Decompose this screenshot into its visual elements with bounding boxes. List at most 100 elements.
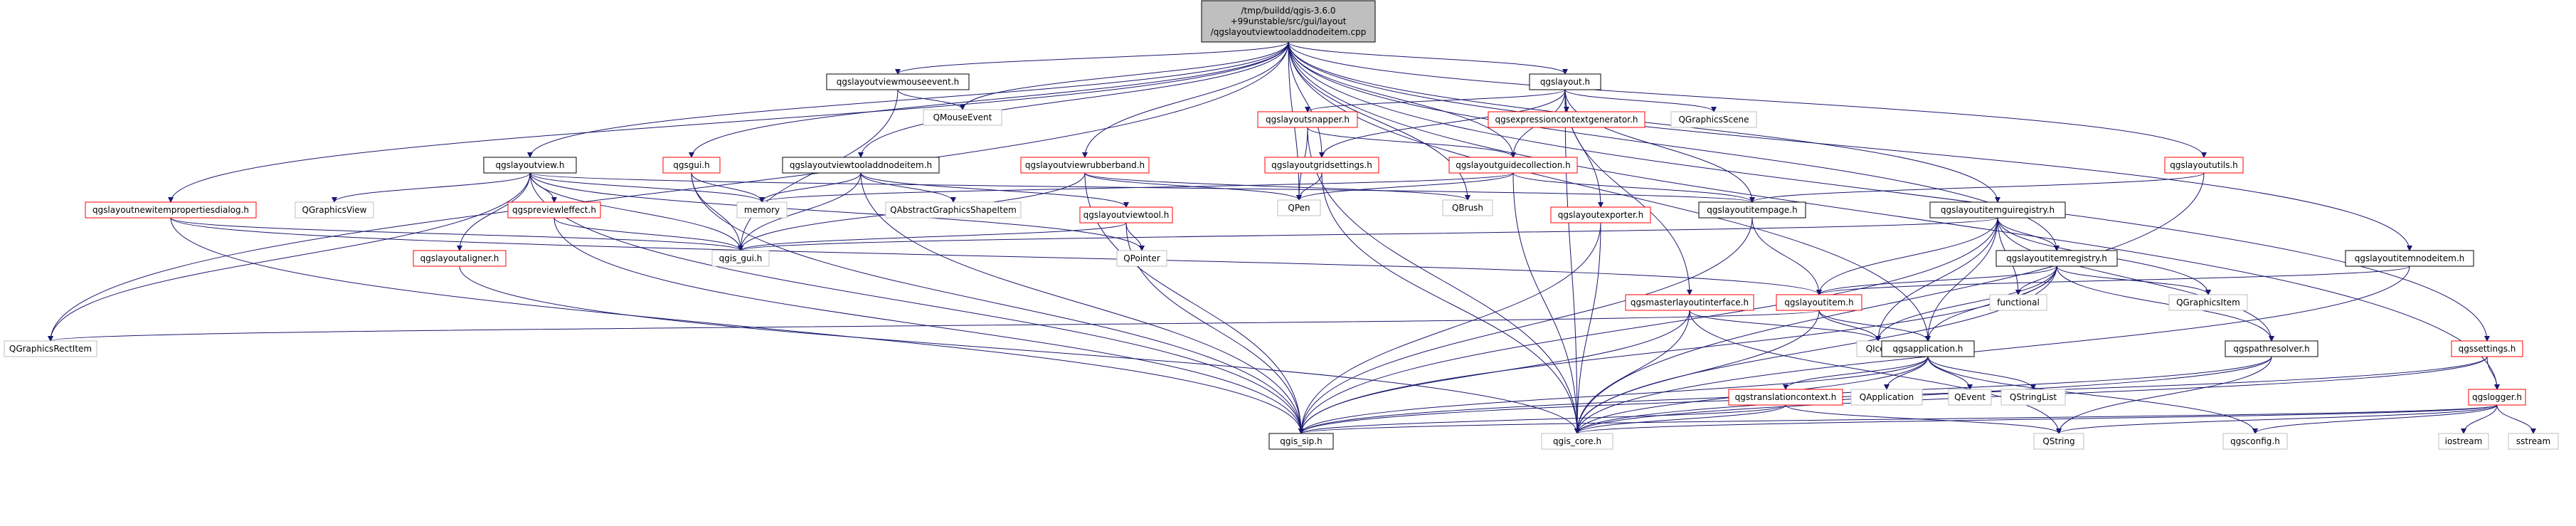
node-label: qgsgui.h: [673, 160, 709, 170]
node-label: qgsexpressioncontextgenerator.h: [1495, 115, 1638, 125]
edge-qgslayoutitemguiregistry-to-qgsapplication: [1925, 217, 1998, 342]
node-qgspreviewleffect[interactable]: qgspreviewleffect.h: [507, 201, 601, 219]
edge-qgsmasterlayoutinterface-to-qstring: [1689, 310, 2062, 434]
node-label: qgslayoutexporter.h: [1558, 210, 1643, 220]
node-qstring: QString: [2033, 433, 2084, 450]
edge-qgsapplication-to-qstringlist: [1927, 356, 2036, 390]
node-qgsgui[interactable]: qgsgui.h: [662, 157, 721, 174]
edge-qgslayoutview-to-qgraphicsrectitem: [48, 172, 531, 342]
edge-qgsapplication-to-qevent: [1927, 356, 1973, 390]
node-functional: functional: [1989, 294, 2047, 311]
edge-qgsapplication-to-qgstranslationcontext: [1783, 356, 1929, 390]
edge-qgslayoutviewtooladdnodeitem-to-qabstractgraphicsshapeitem: [860, 172, 956, 203]
edge-qgstranslationcontext-to-qgis_sip: [1298, 404, 1786, 434]
edge-qgslogger-to-qgsconfig: [2252, 404, 2498, 434]
node-qgslayoutgridsettings[interactable]: qgslayoutgridsettings.h: [1264, 157, 1379, 174]
node-qgis-core: qgis_core.h: [1541, 433, 1613, 450]
node-root[interactable]: /tmp/buildd/qgis-3.6.0+99unstable/src/gu…: [1201, 0, 1376, 43]
edge-qgslayoutitemregistry-to-qgis_core: [1574, 265, 2057, 434]
node-qgslayoutguidecollection[interactable]: qgslayoutguidecollection.h: [1448, 157, 1578, 174]
node-qgslayoutviewmouseevent[interactable]: qgslayoutviewmouseevent.h: [826, 73, 970, 90]
node-qgslayoutexporter[interactable]: qgslayoutexporter.h: [1550, 206, 1651, 223]
node-label: QApplication: [1860, 392, 1914, 402]
edge-qgslayoutnewitempropertiesdialog-to-qgslayoutitem: [170, 217, 1822, 295]
edge-qgslayoutviewtooladdnodeitem-to-qgis_sip: [860, 172, 1304, 434]
node-label: QEvent: [1954, 392, 1986, 402]
edge-root-to-qgslayoutviewmouseevent: [895, 41, 1289, 75]
node-label: /tmp/buildd/qgis-3.6.0: [1241, 6, 1336, 16]
edge-qgslayoututils-to-qgis_core: [1574, 172, 2205, 434]
edge-root-to-qgslayout: [1288, 41, 1568, 75]
edge-qgslayoutitemnodeitem-to-qgslayoutitem: [1816, 265, 2410, 295]
edge-qgslayoutexporter-to-qgis_core: [1574, 222, 1601, 434]
node-qgslayoutitem[interactable]: qgslayoutitem.h: [1776, 294, 1862, 311]
node-qgslayoutviewtool[interactable]: qgslayoutviewtool.h: [1079, 206, 1173, 223]
node-qgslogger[interactable]: qgslogger.h: [2468, 389, 2526, 406]
edge-root-to-qgslayoutnewitempropertiesdialog: [168, 41, 1289, 203]
edge-qgslayoutviewtooladdnodeitem-to-qgis_gui: [738, 172, 862, 251]
node-label: qgslayoutgridsettings.h: [1271, 160, 1372, 170]
node-label: qgspathresolver.h: [2233, 344, 2309, 354]
edge-qgslayoutgridsettings-to-qgis_core: [1321, 172, 1580, 434]
node-qgssettings[interactable]: qgssettings.h: [2451, 340, 2523, 357]
node-qgsconfig: qgsconfig.h: [2222, 433, 2288, 450]
edge-qgspathresolver-to-qgis_core: [1574, 356, 2272, 434]
node-qabstractgraphicsshapeitem: QAbstractGraphicsShapeItem: [885, 201, 1022, 219]
node-qgsexpressioncontextgenerator[interactable]: qgsexpressioncontextgenerator.h: [1488, 111, 1645, 128]
edge-qgspathresolver-to-qstring: [2056, 356, 2272, 434]
node-qgslayoutview[interactable]: qgslayoutview.h: [483, 157, 577, 174]
node-qgslayoutitemregistry[interactable]: qgslayoutitemregistry.h: [1995, 250, 2118, 267]
edge-qgslogger-to-sstream: [2496, 404, 2536, 434]
edge-qgslayoutitemregistry-to-qgslayoutitem: [1816, 265, 2057, 295]
node-label: qgslayout.h: [1540, 77, 1590, 87]
edge-qgsapplication-to-qgsconfig: [1927, 356, 2258, 434]
edge-qgslayout-to-qgslayoutgridsettings: [1319, 89, 1566, 158]
node-qgslayoutitemguiregistry[interactable]: qgslayoutitemguiregistry.h: [1929, 201, 2066, 219]
node-qgslayoutviewtooladdnodeitem[interactable]: qgslayoutviewtooladdnodeitem.h: [782, 157, 940, 174]
node-qgspathresolver[interactable]: qgspathresolver.h: [2225, 340, 2318, 357]
node-label: qgslayoututils.h: [2170, 160, 2238, 170]
node-qgslayout[interactable]: qgslayout.h: [1529, 73, 1601, 90]
node-label: qgslayoutviewmouseevent.h: [837, 77, 959, 87]
edge-qgslayoutitemguiregistry-to-qgis_gui: [738, 217, 1998, 251]
node-qgslayoutaligner[interactable]: qgslayoutaligner.h: [413, 250, 507, 267]
edge-qgslayoutviewtooladdnodeitem-to-memory: [759, 172, 862, 203]
node-sstream: sstream: [2508, 433, 2559, 450]
node-qgstranslationcontext[interactable]: qgstranslationcontext.h: [1728, 389, 1843, 406]
node-label: QGraphicsView: [302, 205, 367, 215]
node-qstringlist: QStringList: [2000, 389, 2066, 406]
node-label: qgslayoutguidecollection.h: [1456, 160, 1570, 170]
edge-qgsmasterlayoutinterface-to-qicon: [1689, 310, 1881, 342]
node-qgis-sip[interactable]: qgis_sip.h: [1268, 433, 1334, 450]
node-qbrush: QBrush: [1442, 199, 1493, 216]
node-qgslayoutitempage[interactable]: qgslayoutitempage.h: [1698, 201, 1806, 219]
edge-qgsgui-to-qgis_sip: [691, 172, 1304, 434]
edge-qgslayout-to-qgraphicsscene: [1564, 89, 1717, 112]
node-label: qgslayoutaligner.h: [420, 253, 499, 263]
edge-qgslayoutitemnodeitem-to-qgis_core: [1574, 265, 2410, 434]
edge-root-to-qgssettings: [1288, 41, 2490, 342]
node-qgsmasterlayoutinterface[interactable]: qgsmasterlayoutinterface.h: [1625, 294, 1754, 311]
node-label: qgslayoutsnapper.h: [1266, 115, 1350, 125]
edge-qgslayoutitemguiregistry-to-qgis_sip: [1298, 217, 1998, 434]
node-qgslayoututils[interactable]: qgslayoututils.h: [2164, 157, 2244, 174]
edge-qgslayout-to-qgslayoutsnapper: [1305, 89, 1566, 112]
node-qgslayoutitemnodeitem[interactable]: qgslayoutitemnodeitem.h: [2345, 250, 2474, 267]
node-qgslayoutsnapper[interactable]: qgslayoutsnapper.h: [1257, 111, 1358, 128]
edge-qgslayoutviewrubberband-to-qpen: [1084, 172, 1302, 201]
node-qgslayoutnewitempropertiesdialog[interactable]: qgslayoutnewitempropertiesdialog.h: [85, 201, 257, 219]
node-label: QAbstractGraphicsShapeItem: [890, 205, 1017, 215]
edge-root-to-qgslayoututils: [1288, 41, 2207, 158]
node-qgsapplication[interactable]: qgsapplication.h: [1881, 340, 1975, 357]
edge-qgslayoutguidecollection-to-qpen: [1296, 172, 1514, 201]
edge-qgslayoutitemguiregistry-to-qicon: [1875, 217, 1998, 342]
edge-qgslayoutnewitempropertiesdialog-to-qgis_sip: [170, 217, 1304, 434]
edge-qgslogger-to-qgis_sip: [1298, 404, 2498, 434]
edge-qgslayoutviewtool-to-qpointer: [1125, 222, 1145, 251]
node-label: qgis_core.h: [1553, 436, 1601, 446]
node-qgslayoutviewrubberband[interactable]: qgslayoutviewrubberband.h: [1020, 157, 1150, 174]
node-label: qgslayoutitemregistry.h: [2006, 253, 2107, 263]
edge-root-to-qgsgui: [689, 41, 1289, 158]
node-qgraphicsrectitem: QGraphicsRectItem: [4, 340, 97, 357]
